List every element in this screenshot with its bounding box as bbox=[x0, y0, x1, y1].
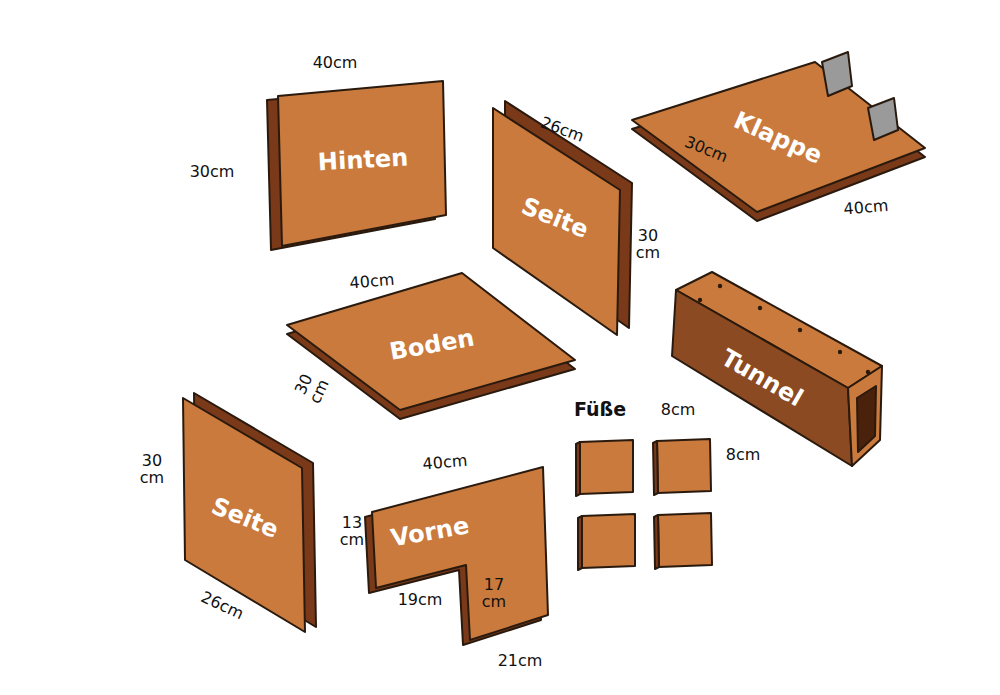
board-outline bbox=[362, 464, 551, 648]
dimension-label: 30 cm bbox=[137, 453, 167, 487]
dimension-label: 30cm bbox=[190, 164, 235, 181]
dimension-label: 8cm bbox=[661, 402, 696, 419]
hinge bbox=[822, 52, 852, 96]
foot-edge bbox=[576, 442, 580, 496]
group-heading: Füße bbox=[574, 400, 626, 420]
wood-board: Hinten bbox=[264, 78, 449, 253]
dimension-label: 30 cm bbox=[633, 228, 663, 262]
hinge bbox=[868, 98, 898, 140]
dimension-label: 26cm bbox=[198, 589, 246, 623]
dimension-label: 30 cm bbox=[290, 367, 333, 408]
wood-board: Vorne bbox=[362, 464, 551, 648]
tunnel-end bbox=[848, 366, 882, 466]
foot-edge bbox=[654, 515, 659, 569]
tunnel-opening bbox=[857, 386, 876, 452]
foot-block bbox=[580, 440, 633, 494]
wood-board: Tunnel bbox=[669, 269, 885, 469]
board-face bbox=[287, 273, 575, 410]
board-outline bbox=[669, 269, 885, 469]
screw-dot bbox=[718, 284, 722, 288]
board-face bbox=[493, 108, 620, 335]
board-face bbox=[183, 398, 305, 632]
dimension-label: 8cm bbox=[726, 447, 761, 464]
foot-block bbox=[658, 513, 712, 567]
dimension-label: 21cm bbox=[498, 653, 543, 670]
dimension-label: 40cm bbox=[422, 453, 468, 474]
dimension-label: 40cm bbox=[843, 198, 889, 219]
tunnel-side bbox=[672, 290, 852, 466]
dimension-label: 19cm bbox=[398, 592, 443, 609]
board-face bbox=[372, 467, 548, 640]
dimension-label: 40cm bbox=[349, 272, 395, 293]
part-name: Hinten bbox=[317, 144, 408, 175]
dimension-label: 13 cm bbox=[337, 515, 367, 549]
screw-dot bbox=[838, 350, 842, 354]
board-face bbox=[278, 81, 446, 246]
foot-blocks bbox=[576, 439, 712, 570]
board-face bbox=[632, 62, 925, 212]
screw-dot bbox=[798, 328, 802, 332]
dimension-label: 40cm bbox=[313, 55, 358, 72]
foot-block bbox=[582, 514, 635, 568]
screw-dot bbox=[758, 306, 762, 310]
foot-edge bbox=[578, 516, 582, 570]
foot-edge bbox=[653, 441, 658, 495]
screw-dot bbox=[698, 298, 702, 302]
wood-board: Boden bbox=[284, 270, 578, 422]
screw-dot bbox=[866, 370, 870, 374]
dimension-label: 17 cm bbox=[479, 577, 509, 611]
foot-block bbox=[657, 439, 711, 493]
